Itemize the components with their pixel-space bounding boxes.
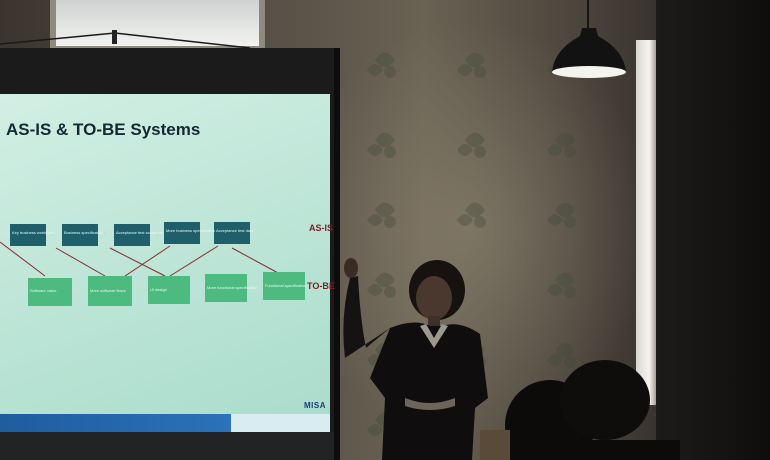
to-be-box-2-label: More software flows xyxy=(90,288,126,293)
presentation-slide: AS-IS & TO-BE Systems Key business wo xyxy=(0,94,330,432)
side-window xyxy=(636,40,658,405)
to-be-box-4-label: More functional specification xyxy=(207,285,257,290)
to-be-box-1 xyxy=(28,278,72,306)
audience-heads xyxy=(480,360,680,460)
misa-logo: MISA xyxy=(304,401,326,410)
as-is-box-2-label: Business specification xyxy=(64,230,103,235)
to-be-box-4 xyxy=(205,274,247,302)
slide-title: AS-IS & TO-BE Systems xyxy=(6,120,201,139)
as-is-box-3 xyxy=(114,224,150,246)
to-be-box-3-label: UI design xyxy=(150,287,167,292)
as-is-box-5-label: Acceptance test data xyxy=(216,228,254,233)
process-diagram: Key business workflows Business specific… xyxy=(0,222,307,306)
lamp-cord xyxy=(587,0,589,30)
screen-bottom-rail xyxy=(0,432,334,460)
to-be-box-1-label: Software value xyxy=(30,288,57,293)
to-be-box-5-label: Functional specification xyxy=(265,283,307,288)
to-be-box-3 xyxy=(148,276,190,304)
as-is-box-1 xyxy=(10,224,46,246)
slide-footer-bar xyxy=(0,414,330,432)
as-is-box-4-label: More business specification xyxy=(166,228,215,233)
as-is-box-3-label: Acceptance test scenarios xyxy=(116,230,163,235)
as-is-box-2 xyxy=(62,224,98,246)
ceiling-lamp-icon xyxy=(552,28,626,78)
to-be-box-5 xyxy=(263,272,305,300)
as-is-box-1-label: Key business workflows xyxy=(12,230,54,235)
ceiling-cable xyxy=(0,30,251,49)
to-be-box-2 xyxy=(88,276,132,306)
dark-corner xyxy=(656,0,770,460)
as-is-label: AS-IS xyxy=(309,223,334,233)
as-is-box-4 xyxy=(164,222,200,244)
to-be-label: TO-BE xyxy=(307,281,335,291)
as-is-box-5 xyxy=(214,222,250,244)
presenter-silhouette xyxy=(343,258,488,460)
